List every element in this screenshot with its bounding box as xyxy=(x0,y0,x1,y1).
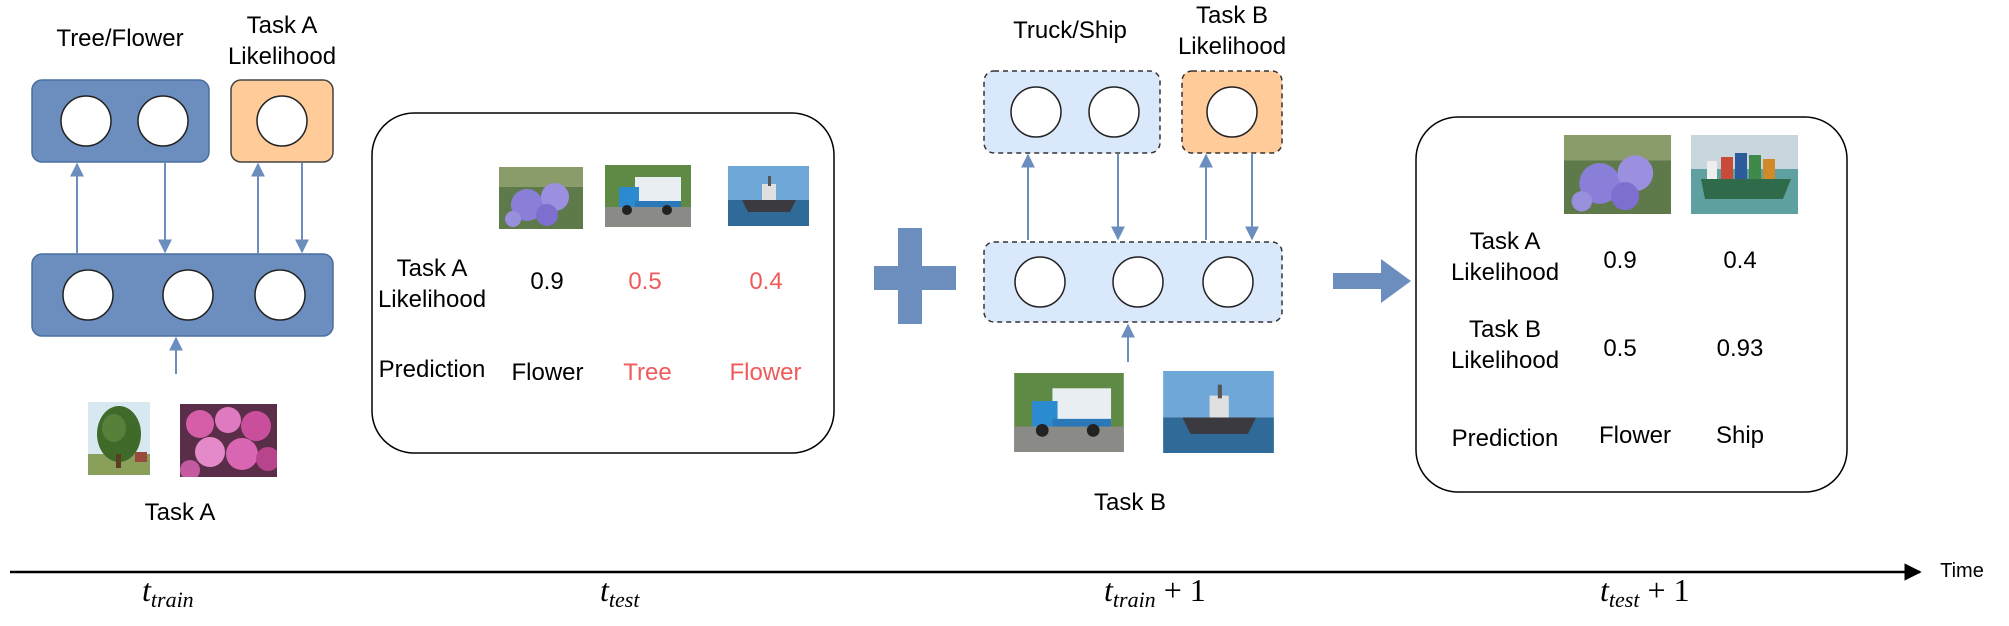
timeline-tick-train: ttrain xyxy=(142,572,194,612)
ship-photo xyxy=(728,166,809,226)
row-likelihood-b-label: Task B Likelihood xyxy=(1450,316,1560,374)
likelihood-b-value: 0.93 xyxy=(1716,335,1764,362)
row-likelihood-label: Task A Likelihood xyxy=(377,255,487,313)
neuron xyxy=(62,269,114,321)
time-axis-label: Time xyxy=(1940,560,1984,582)
tree-flower-head-label: Tree/Flower xyxy=(56,25,184,52)
likelihood-b-value: 0.5 xyxy=(1603,335,1637,362)
neuron xyxy=(162,269,214,321)
task-a-network xyxy=(31,79,334,374)
likelihood-value: 0.4 xyxy=(749,268,783,295)
neuron xyxy=(1088,86,1140,138)
neuron xyxy=(1010,86,1062,138)
pink-flower-photo xyxy=(180,404,277,477)
prediction-value: Flower xyxy=(1598,422,1671,449)
tree-photo xyxy=(88,402,150,475)
task-b-network xyxy=(983,70,1283,362)
likelihood-value: 0.5 xyxy=(628,268,662,295)
neuron xyxy=(1206,86,1258,138)
timeline-tick-train-plus-one: ttrain + 1 xyxy=(1104,572,1206,612)
truck-photo xyxy=(605,165,691,227)
neuron xyxy=(1112,256,1164,308)
task-a-label: Task A xyxy=(144,499,216,526)
task-a-likelihood-head-label: Task A Likelihood xyxy=(227,12,337,70)
truck-ship-head-label: Truck/Ship xyxy=(1013,17,1127,44)
row-prediction-label: Prediction xyxy=(1451,425,1559,452)
neuron xyxy=(254,269,306,321)
task-b-likelihood-head-label: Task B Likelihood xyxy=(1177,2,1287,60)
row-likelihood-a-label: Task A Likelihood xyxy=(1450,228,1560,286)
ship-photo xyxy=(1163,371,1274,453)
likelihood-a-value: 0.9 xyxy=(1603,247,1637,274)
prediction-value: Flower xyxy=(511,359,584,386)
neuron xyxy=(1202,256,1254,308)
neuron xyxy=(137,95,189,147)
neuron xyxy=(256,95,308,147)
purple-flower-photo xyxy=(1563,135,1672,214)
likelihood-a-value: 0.4 xyxy=(1723,247,1757,274)
timeline-tick-test-plus-one: ttest + 1 xyxy=(1600,572,1690,612)
prediction-value: Flower xyxy=(729,359,802,386)
task-a-test-panel xyxy=(371,112,835,454)
truck-photo xyxy=(1014,373,1124,452)
likelihood-value: 0.9 xyxy=(530,268,564,295)
big-right-arrow xyxy=(1333,259,1411,303)
timeline-tick-test: ttest xyxy=(600,572,640,612)
task-b-label: Task B xyxy=(1093,489,1167,516)
prediction-value: Tree xyxy=(623,359,672,386)
prediction-value: Ship xyxy=(1715,422,1765,449)
neuron xyxy=(1014,256,1066,308)
row-prediction-label: Prediction xyxy=(378,356,486,383)
plus-icon xyxy=(874,228,956,324)
neuron xyxy=(60,95,112,147)
purple-flower-photo xyxy=(499,167,583,229)
container-ship-photo xyxy=(1691,135,1798,214)
